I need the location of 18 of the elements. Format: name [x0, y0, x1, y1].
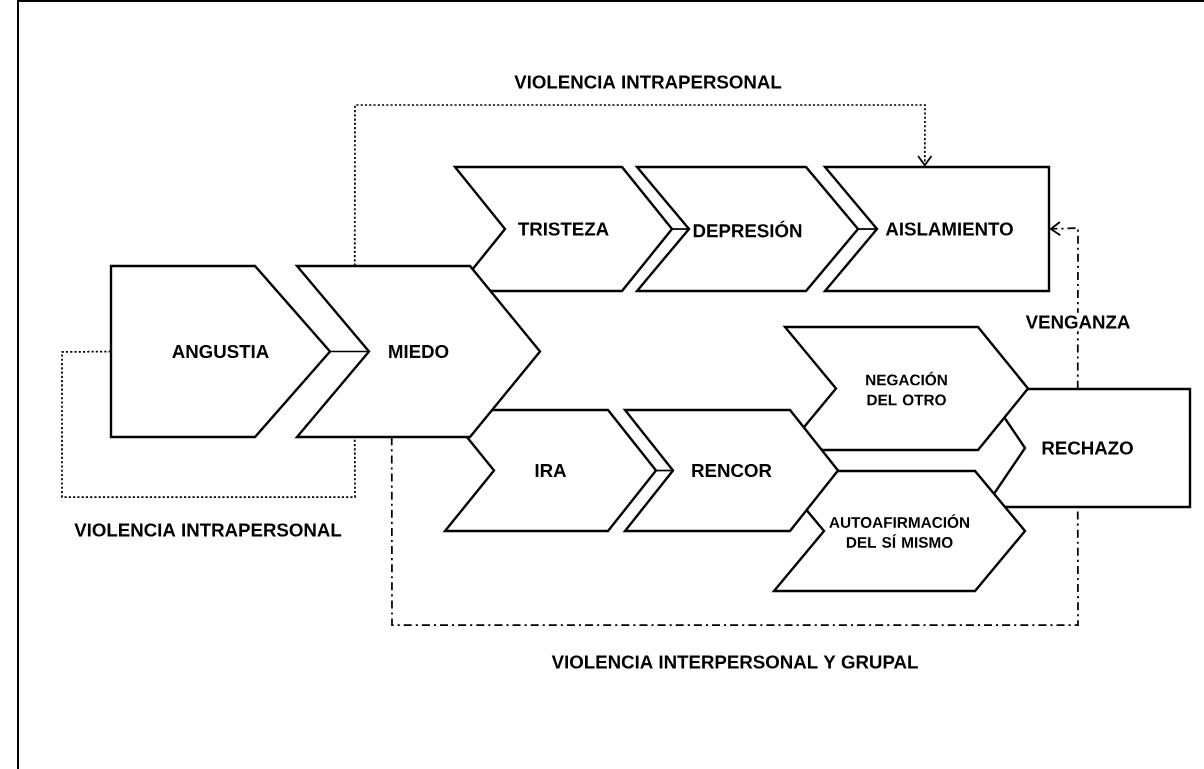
arrow	[353, 104, 933, 267]
chevron-box: IRA	[442, 408, 658, 533]
connector-line	[390, 436, 1079, 626]
chevron-box: NEGACIÓN DEL OTRO	[782, 325, 1030, 452]
arrow	[1049, 221, 1079, 390]
connector-line	[671, 228, 690, 230]
connector-line	[857, 228, 878, 230]
arrow-box: ANGUSTIA	[109, 264, 332, 439]
chevron-box: DEPRESIÓN	[634, 165, 860, 293]
edge-label: VENGANZA	[1022, 312, 1134, 332]
notched-box: AISLAMIENTO	[822, 165, 1051, 293]
edge-label: VIOLENCIA INTRAPERSONAL	[511, 72, 785, 92]
edge-label: VIOLENCIA INTRAPERSONAL	[71, 520, 345, 540]
connector-line	[655, 469, 674, 472]
chevron-box: TRISTEZA	[452, 165, 674, 293]
connector-line	[61, 350, 356, 498]
chevron-box: MIEDO	[294, 264, 542, 439]
edge-label: VIOLENCIA INTERPERSONAL Y GRUPAL	[548, 652, 922, 672]
